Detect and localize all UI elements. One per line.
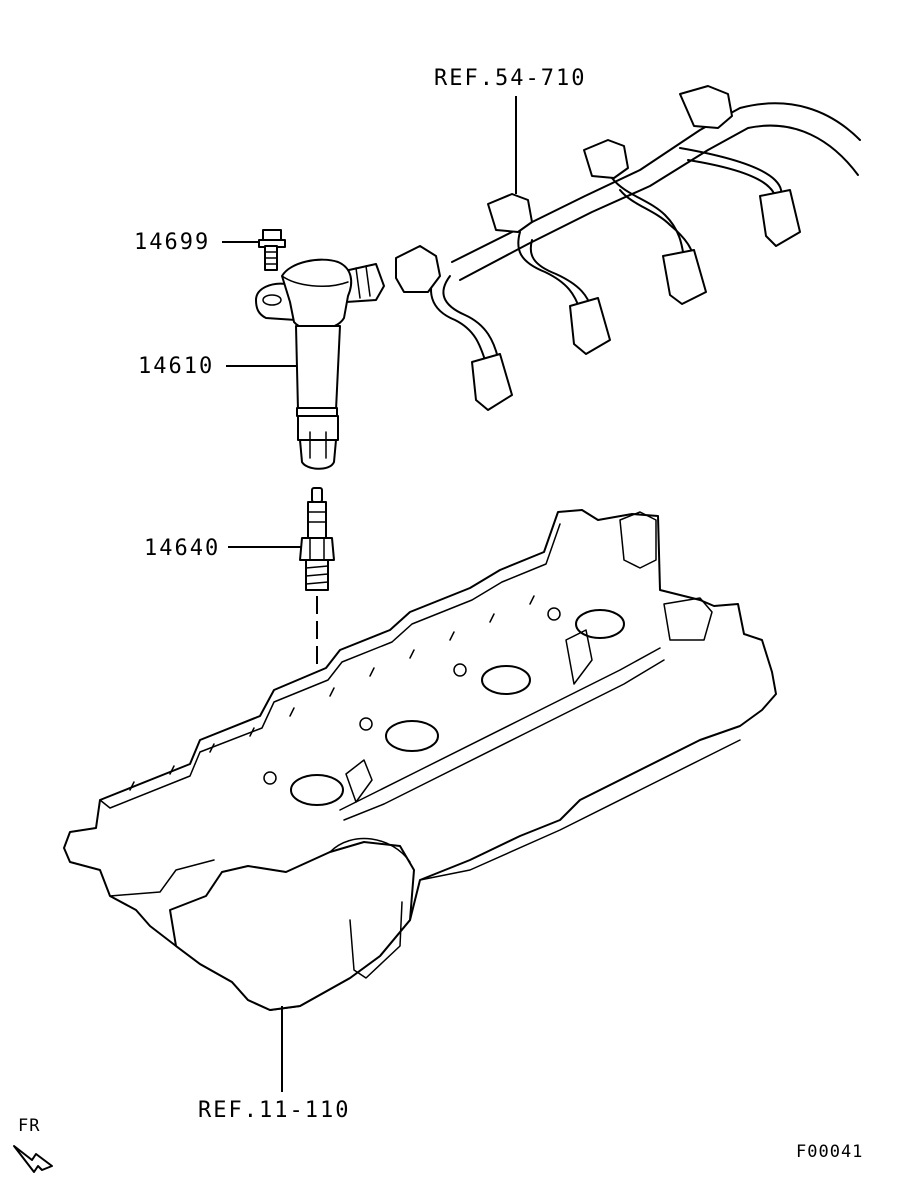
- wiring-harness: [395, 85, 861, 411]
- figure-code: F00041: [796, 1142, 864, 1162]
- ref-harness-label: REF.54-710: [434, 66, 587, 91]
- spark-plug: [299, 487, 335, 591]
- bolt: [258, 229, 286, 271]
- rocker-cover: [63, 509, 777, 1011]
- front-arrow-icon: [13, 1145, 53, 1173]
- bolt-part-number: 14699: [134, 230, 211, 255]
- spark-plug-part-number: 14640: [144, 536, 221, 561]
- front-label: FR: [18, 1116, 41, 1136]
- ref-cover-label: REF.11-110: [198, 1098, 351, 1123]
- ignition-coil: [255, 258, 385, 470]
- ignition-coil-part-number: 14610: [138, 354, 215, 379]
